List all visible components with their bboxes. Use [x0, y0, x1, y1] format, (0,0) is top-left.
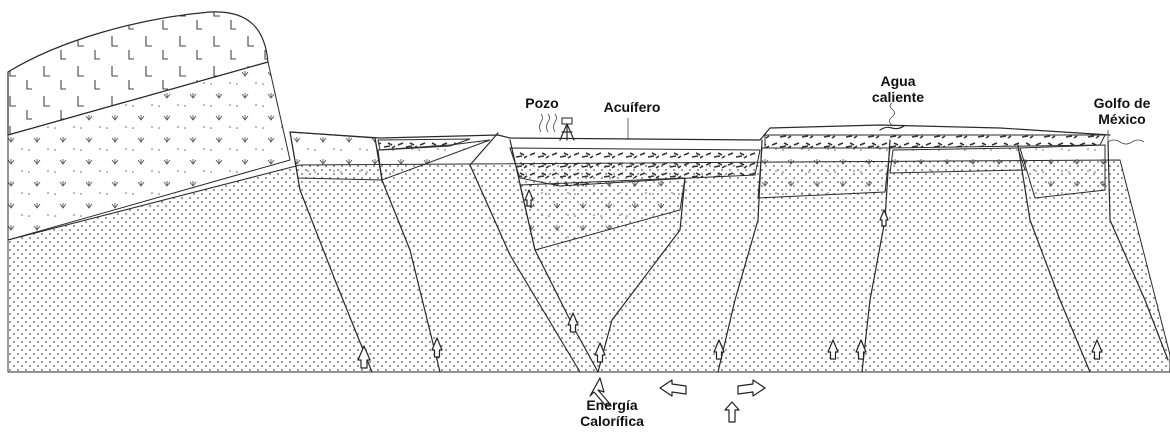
steam-icon [540, 114, 557, 132]
well-rig-icon [560, 118, 574, 140]
label-pozo: Pozo [525, 95, 558, 111]
wave-icon [1108, 130, 1144, 144]
label-golfo-line1: Golfo de [1094, 95, 1151, 111]
label-golfo-line2: México [1098, 111, 1145, 127]
block-6-crosses-layer [890, 148, 1025, 173]
label-acuifero: Acuífero [604, 99, 661, 115]
convection-arrow-icon [660, 380, 765, 396]
label-agua-caliente-line1: Agua [881, 73, 916, 89]
block-5-crosses-layer [758, 148, 890, 198]
surface-gravel-band-right [765, 135, 1105, 148]
label-agua-caliente-line2: caliente [872, 89, 924, 105]
label-energia-line2: Calorífica [580, 413, 644, 429]
block-7-crosses-layer [1020, 145, 1105, 198]
block-2-crosses-layer [290, 132, 382, 180]
label-energia-line1: Energía [586, 397, 638, 413]
